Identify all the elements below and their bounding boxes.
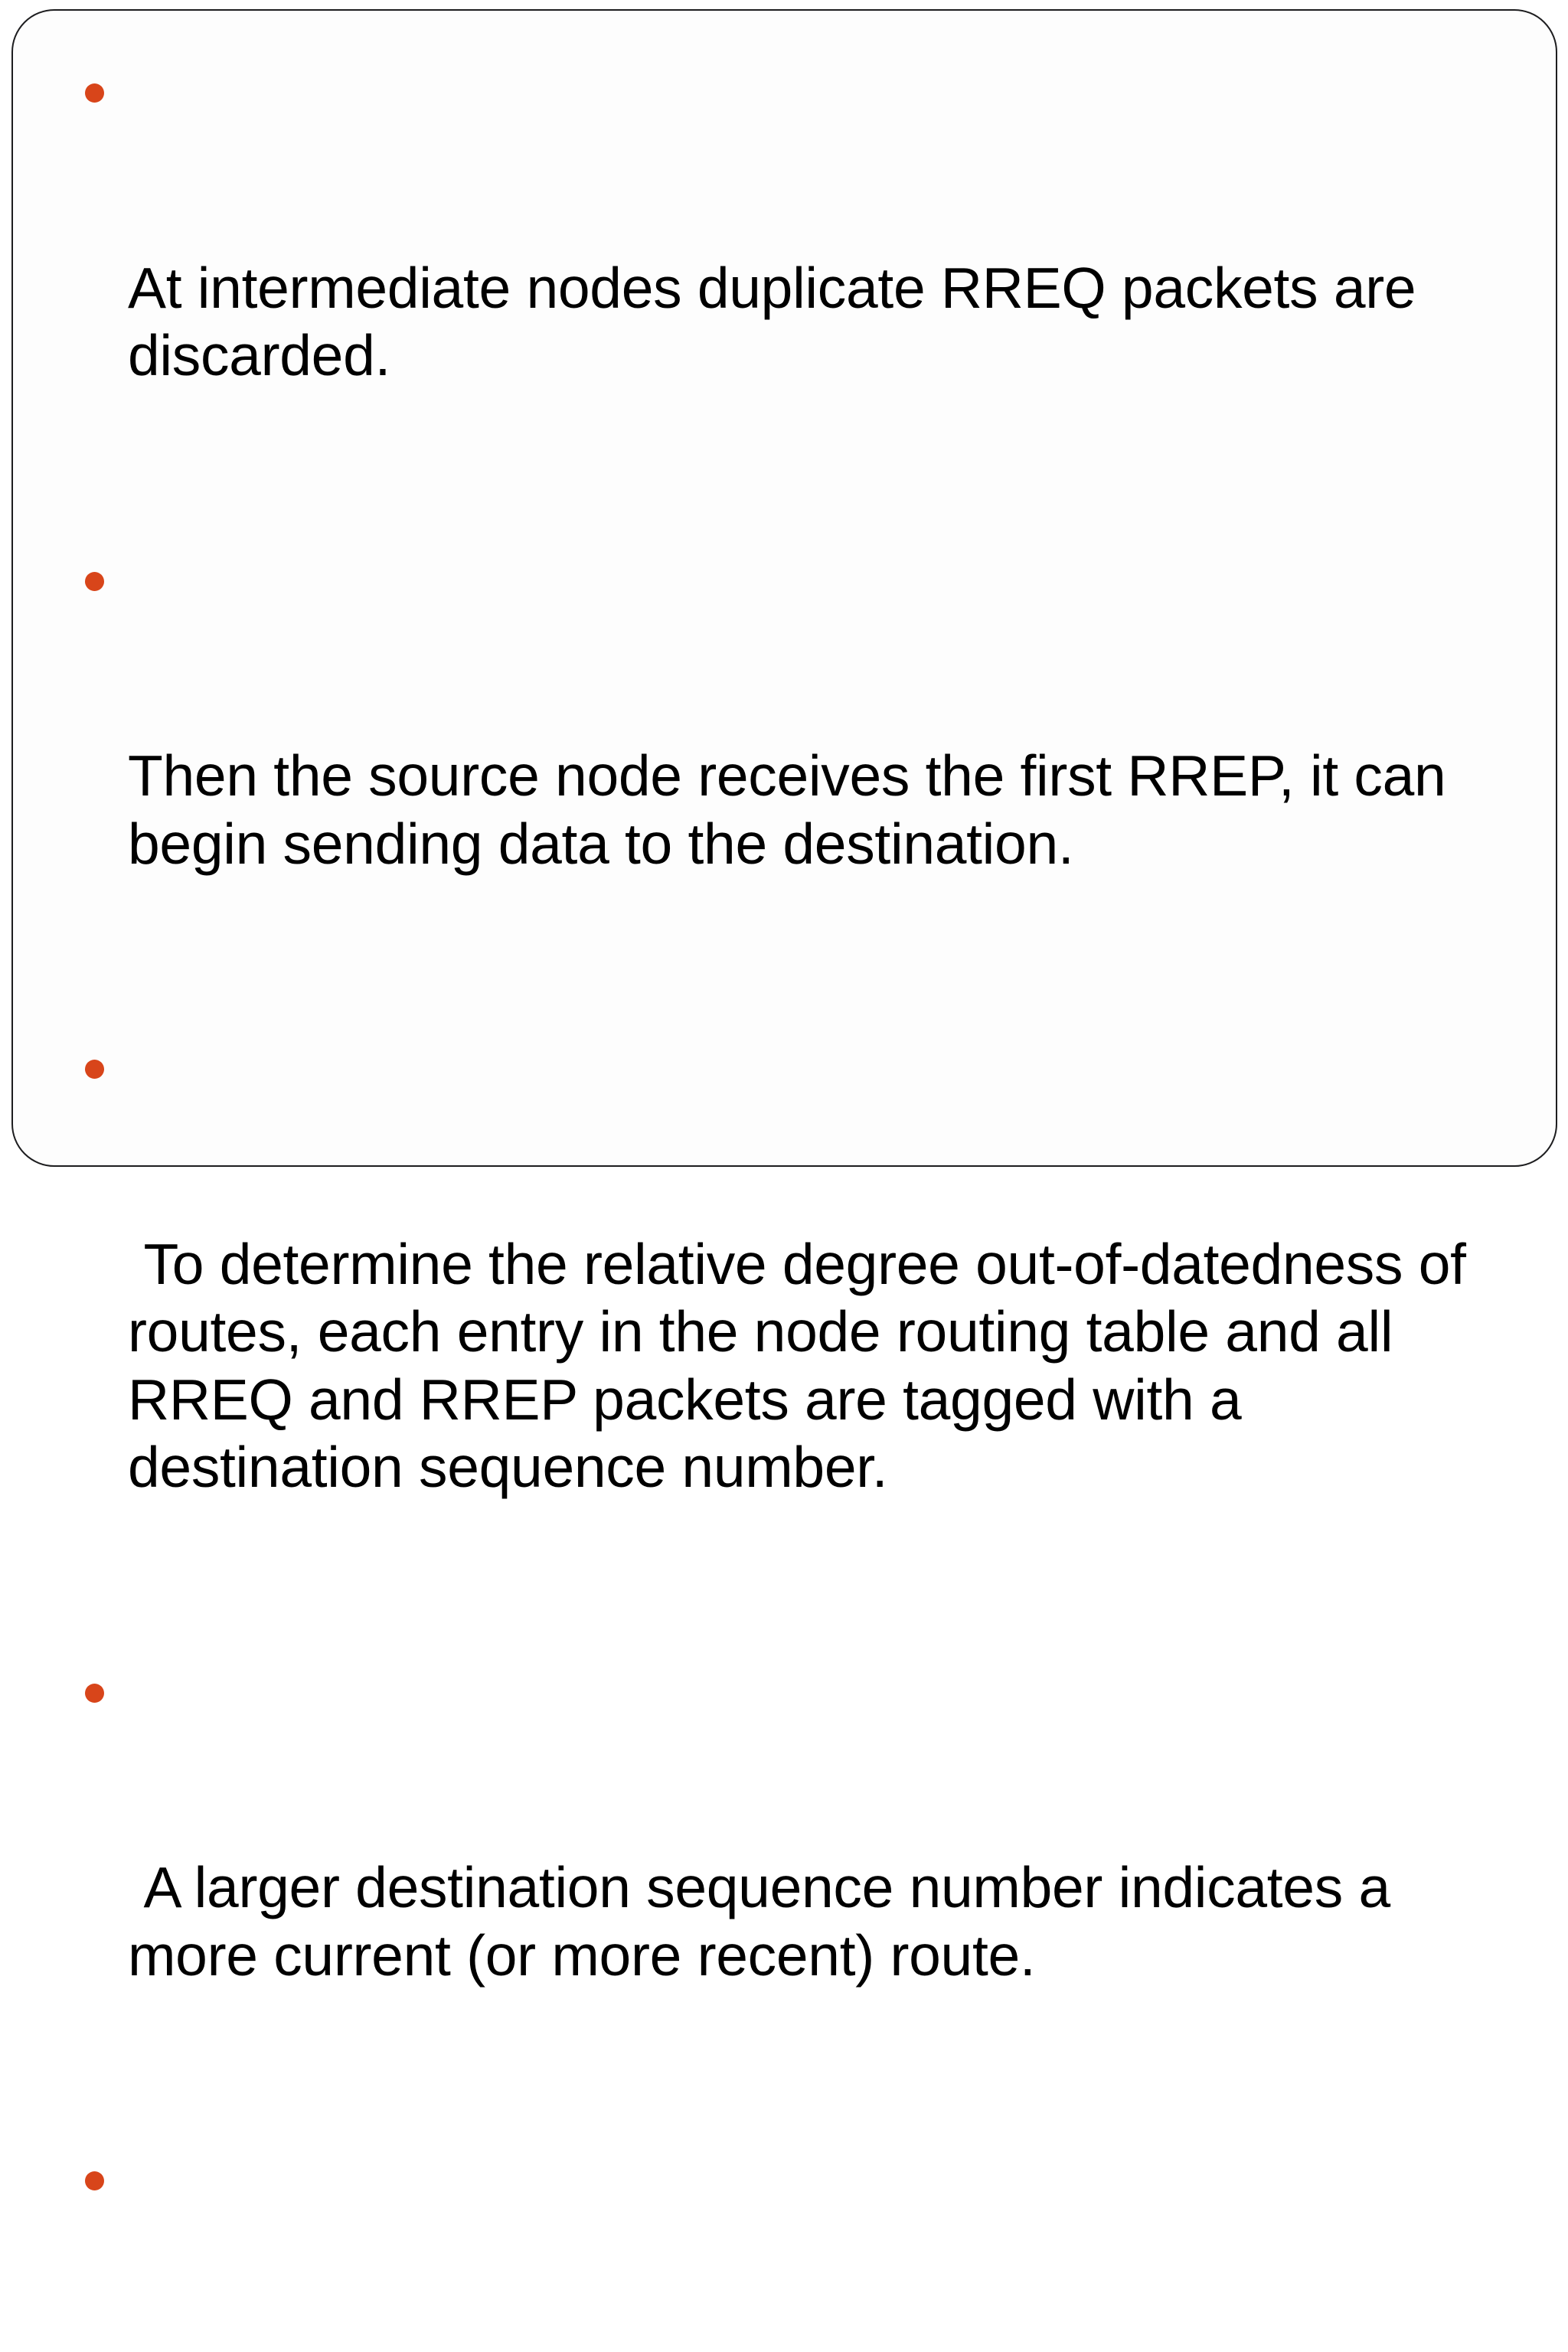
slide-border-frame: At intermediate nodes duplicate RREQ pac… [11,9,1557,1167]
bullet-text: Then the source node receives the first … [128,742,1485,877]
bullet-text: A larger destination sequence number ind… [128,1854,1485,1989]
slide-canvas: At intermediate nodes duplicate RREQ pac… [0,0,1568,1176]
bullet-text: Upon receiving an RREQ or RREP packet, a… [128,2342,1485,2352]
filled-circle-bullet-icon [85,2171,104,2190]
filled-circle-bullet-icon [85,83,104,103]
filled-circle-bullet-icon [85,572,104,591]
filled-circle-bullet-icon [85,1060,104,1079]
slide-content-body: At intermediate nodes duplicate RREQ pac… [73,51,1485,1158]
filled-circle-bullet-icon [85,1684,104,1703]
bullet-item-duplicate-rreq-discarded: At intermediate nodes duplicate RREQ pac… [73,51,1485,525]
bullet-item-larger-sequence-number-more-current: A larger destination sequence number ind… [73,1651,1485,2125]
bullet-text: To determine the relative degree out-of-… [128,1230,1485,1501]
bullet-item-destination-sequence-number-tagging: To determine the relative degree out-of-… [73,1027,1485,1637]
bullet-text: At intermediate nodes duplicate RREQ pac… [128,254,1485,390]
bullet-item-node-updates-routing-information: Upon receiving an RREQ or RREP packet, a… [73,2138,1485,2352]
bullet-item-source-receives-first-rrep: Then the source node receives the first … [73,539,1485,1014]
bullet-list: At intermediate nodes duplicate RREQ pac… [73,51,1485,2352]
